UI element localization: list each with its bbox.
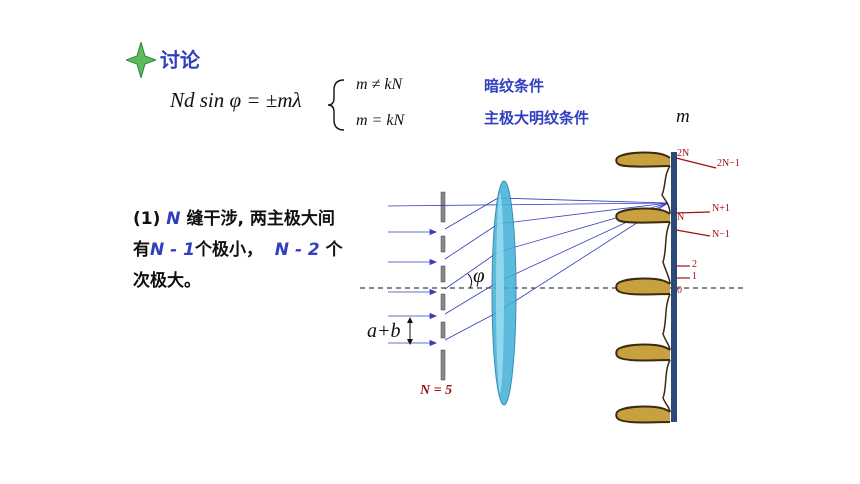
order-label-1: 1	[692, 271, 697, 282]
slit-count-label: N = 5	[420, 383, 453, 398]
condition-dark-label: 暗纹条件	[484, 77, 545, 95]
condition-dark-expr: m ≠ kN	[356, 76, 403, 93]
intensity-pattern	[615, 151, 671, 424]
order-label-0: 0	[677, 285, 682, 296]
n-minus-1: N - 1	[150, 240, 195, 260]
point-text-4: 个	[319, 240, 343, 260]
order-label-2: 2	[692, 259, 697, 270]
phi-label: φ	[473, 263, 485, 287]
condition-bright-label: 主极大明纹条件	[484, 109, 590, 127]
point-prefix: (1)	[133, 209, 167, 229]
angle-arc	[467, 273, 473, 289]
point-text-1: 缝干涉, 两主极大间	[180, 209, 335, 229]
grating	[440, 191, 446, 381]
incident-rays	[388, 228, 438, 347]
point-text-5: 次极大。	[133, 271, 201, 291]
point-text-3: 个极小，	[194, 240, 263, 260]
grating-equation: Nd sin φ = ±mλ	[170, 88, 302, 112]
order-label-n-minus-1: N−1	[712, 229, 730, 240]
order-label-n: N	[677, 212, 685, 223]
order-label-2n-1: 2N−1	[717, 158, 740, 169]
spacing-arrow-icon	[407, 317, 413, 345]
section-title: 讨论	[160, 48, 200, 72]
brace-icon	[327, 79, 345, 131]
order-pointers	[675, 157, 717, 279]
star-bullet-icon	[126, 42, 156, 78]
grating-constant-label: a+b	[367, 320, 401, 342]
n-symbol: N	[166, 209, 181, 229]
point-text-2: 有	[133, 240, 150, 260]
screen-axis-label: m	[676, 106, 690, 127]
condition-bright-expr: m = kN	[356, 112, 405, 129]
order-label-2n: 2N	[677, 148, 690, 159]
discussion-point-1: (1) N 缝干涉, 两主极大间 有N - 1个极小， N - 2 个 次极大。	[133, 204, 383, 297]
screen	[671, 152, 677, 422]
order-label-n-plus-1: N+1	[712, 203, 730, 214]
n-minus-2: N - 2	[274, 240, 320, 260]
